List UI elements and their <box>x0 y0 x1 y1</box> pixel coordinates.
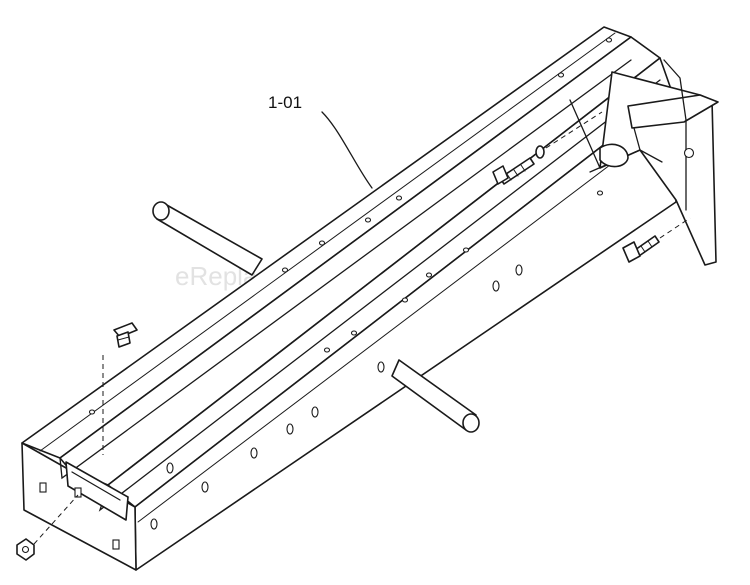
part-number-label: 1-01 <box>268 93 302 112</box>
callout-leader-line <box>321 111 373 189</box>
side-face-holes <box>150 264 523 530</box>
main-frame <box>21 26 677 571</box>
rail-holes-mid <box>323 190 604 353</box>
part-callout: 1-01 <box>268 93 373 189</box>
axle-bar-rear <box>152 201 263 276</box>
bolt-left <box>102 322 138 455</box>
bolt-upper <box>492 111 603 185</box>
end-face-slots <box>39 482 120 550</box>
hex-nut <box>16 494 79 561</box>
rail-holes-top <box>88 37 613 415</box>
rear-bracket <box>569 59 719 266</box>
bracket-hole <box>683 147 695 159</box>
bolt-lower <box>622 217 691 263</box>
washer <box>535 145 545 159</box>
axle-bar-front <box>391 359 480 433</box>
